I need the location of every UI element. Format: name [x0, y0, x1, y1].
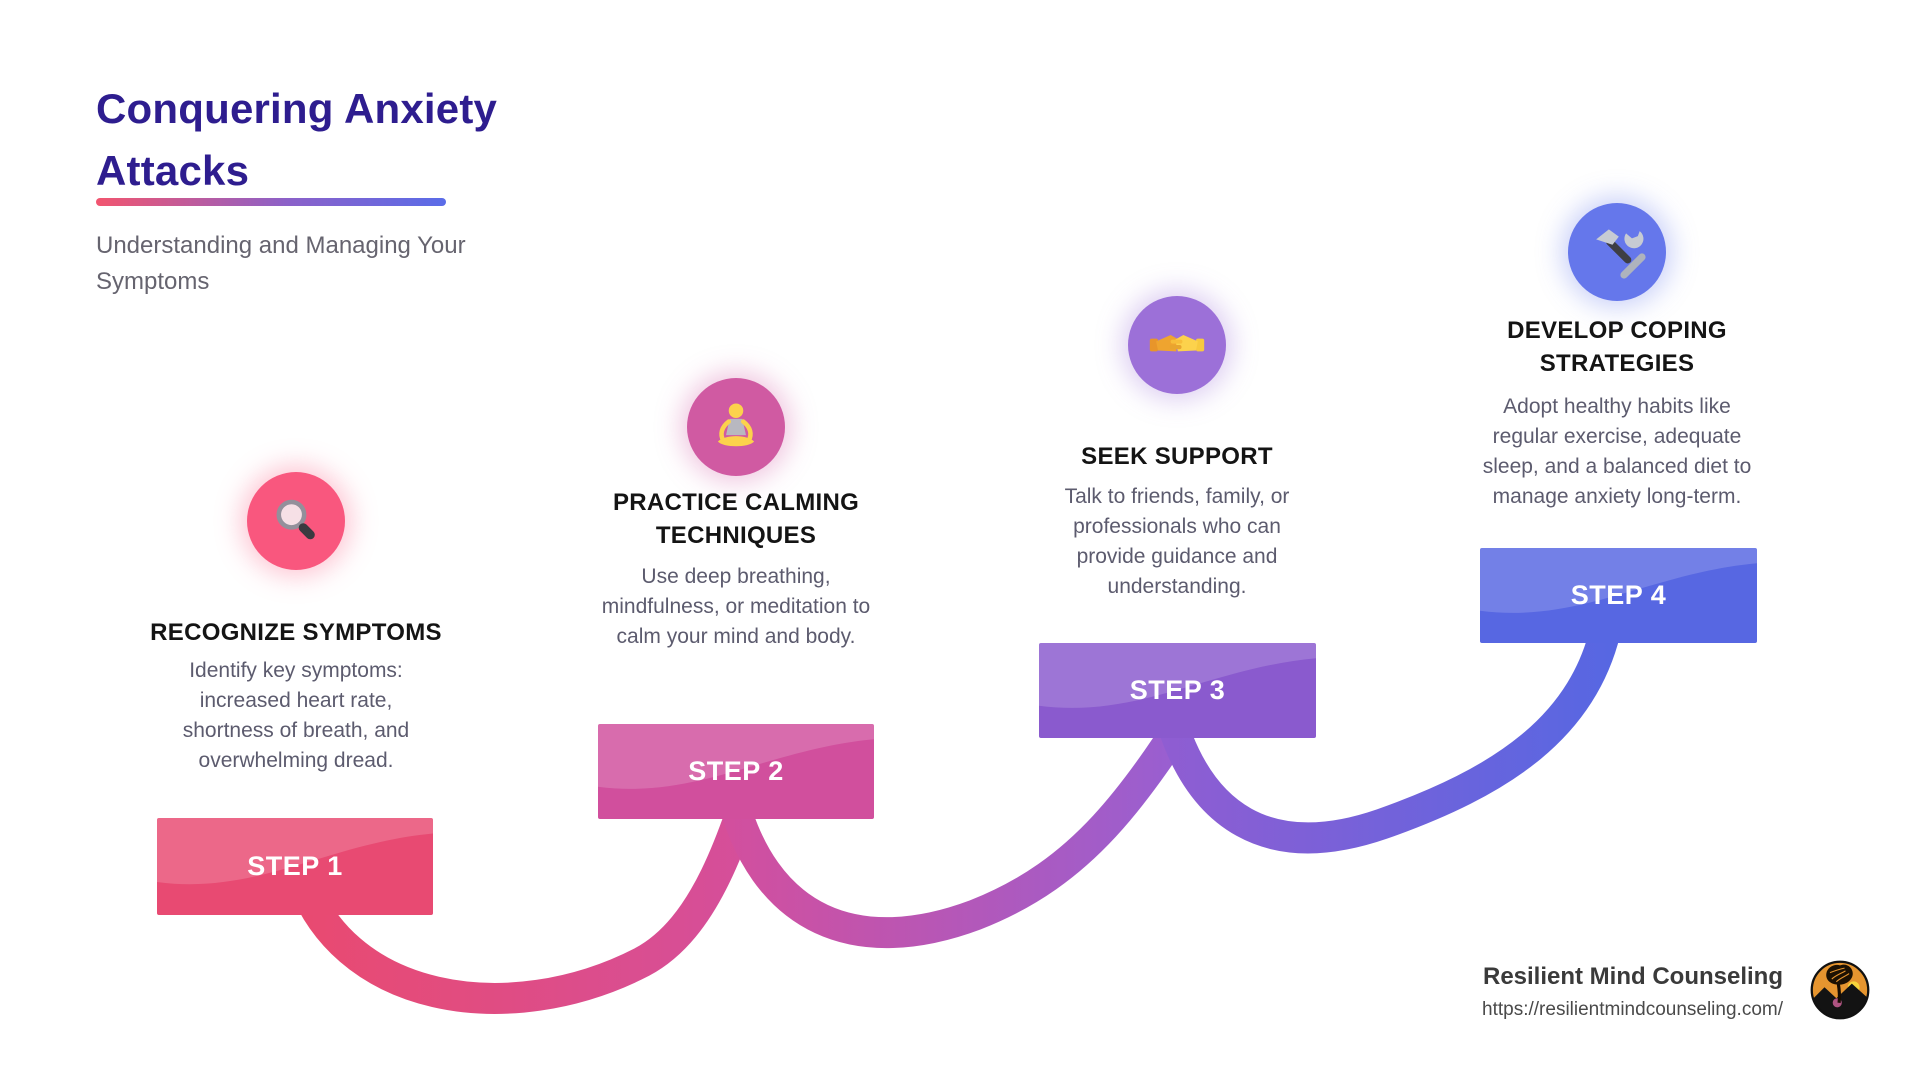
- brand-name: Resilient Mind Counseling: [1482, 963, 1783, 990]
- step1-title: RECOGNIZE SYMPTOMS: [116, 616, 476, 649]
- step1-title-line: RECOGNIZE SYMPTOMS: [150, 619, 442, 646]
- connector-step2-step3: [714, 683, 1215, 949]
- bar-sheen: [1039, 643, 1316, 708]
- magnifying-glass-icon: [276, 499, 315, 540]
- brand-url: https://resilientmindcounseling.com/: [1482, 999, 1783, 1020]
- step2-icon-circle: [687, 378, 785, 476]
- step2-description: Use deep breathing, mindfulness, or medi…: [601, 565, 871, 648]
- step4-icon-circle: [1568, 203, 1666, 301]
- title-accent-rule: [96, 198, 446, 206]
- step1-bar-label: STEP 1: [247, 851, 343, 881]
- hammer-and-wrench-icon: [1596, 229, 1646, 279]
- connector-step1-step2: [283, 743, 777, 1014]
- step1-bar: STEP 1: [157, 818, 433, 915]
- step3-title: SEEK SUPPORT: [1081, 443, 1273, 470]
- step3-bar-label: STEP 3: [1129, 675, 1226, 705]
- step3-icon-circle: [1128, 296, 1226, 394]
- step4-description: Adopt healthy habits like regular exerci…: [1482, 395, 1752, 508]
- brand-logo-icon: [1810, 960, 1870, 1020]
- step3-description: Talk to friends, family, or professional…: [1064, 485, 1290, 598]
- step3-bar: STEP 3: [1039, 643, 1316, 738]
- bar-sheen: [157, 818, 433, 885]
- connector-step3-step4: [1150, 614, 1624, 854]
- step1-icon-circle: [247, 472, 345, 570]
- handshake-icon: [1149, 335, 1205, 352]
- step2-title: PRACTICE CALMING TECHNIQUES: [612, 489, 860, 549]
- step4-bar-label: STEP 4: [1570, 580, 1667, 610]
- step4-bar: STEP 4: [1480, 548, 1757, 643]
- step4-title: DEVELOP COPING STRATEGIES: [1507, 317, 1727, 377]
- step1-description: Identify key symptoms: increased heart r…: [182, 659, 410, 772]
- step2-bar-label: STEP 2: [688, 756, 784, 786]
- page-subtitle: Understanding and Managing Your Symptoms: [96, 232, 466, 295]
- page-title: Conquering Anxiety Attacks: [96, 85, 498, 195]
- bar-sheen: [598, 724, 874, 789]
- bar-sheen: [1480, 548, 1757, 613]
- step2-bar: STEP 2: [598, 724, 874, 819]
- person-meditating-icon: [717, 403, 755, 447]
